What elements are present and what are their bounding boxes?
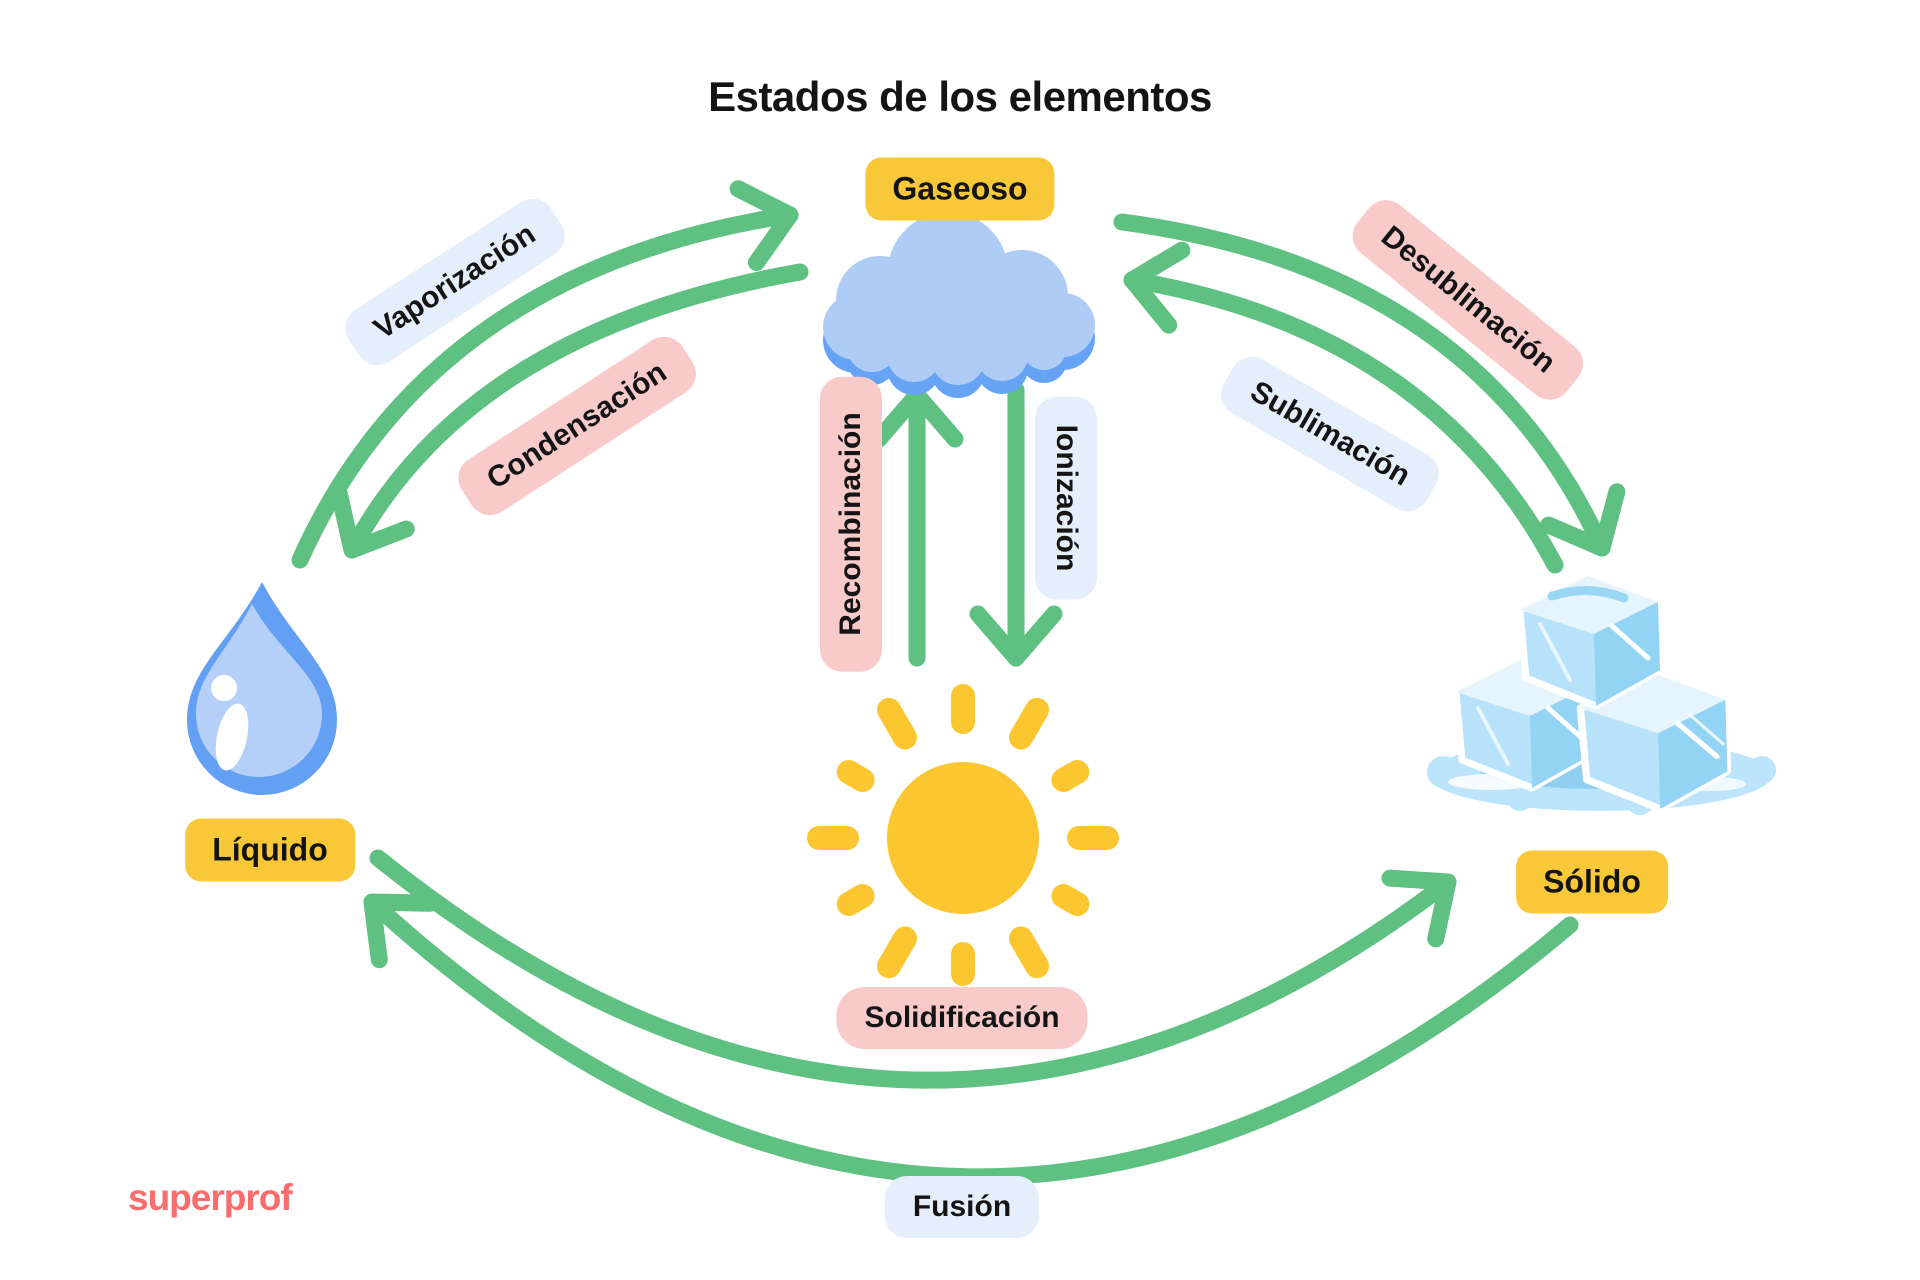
state-label-gaseoso: Gaseoso (865, 157, 1055, 221)
arrow-vaporizacion (291, 180, 799, 569)
arrow-sublimacion (1123, 241, 1564, 574)
ice-cubes-icon (1427, 572, 1776, 815)
state-label-liquido: Líquido (185, 818, 355, 882)
page-title: Estados de los elementos (708, 73, 1212, 120)
state-label-solido: Sólido (1516, 850, 1668, 914)
arrow-ionizacion (969, 381, 1063, 667)
water-drop-icon (187, 582, 337, 795)
superprof-logo: superprof (128, 1177, 293, 1218)
cloud-icon (823, 212, 1095, 398)
process-label-recombinacion: Recombinación (820, 376, 882, 672)
sun-icon (807, 684, 1119, 986)
arrow-condensacion (330, 263, 809, 559)
process-label-solidificacion: Solidificación (836, 987, 1088, 1049)
arrow-desublimacion (1113, 213, 1626, 557)
arrow-recombinacion (870, 386, 964, 667)
process-label-fusion: Fusión (884, 1176, 1040, 1238)
arrow-solidificacion (369, 849, 1457, 1089)
process-label-ionizacion: Ionización (1035, 396, 1097, 600)
